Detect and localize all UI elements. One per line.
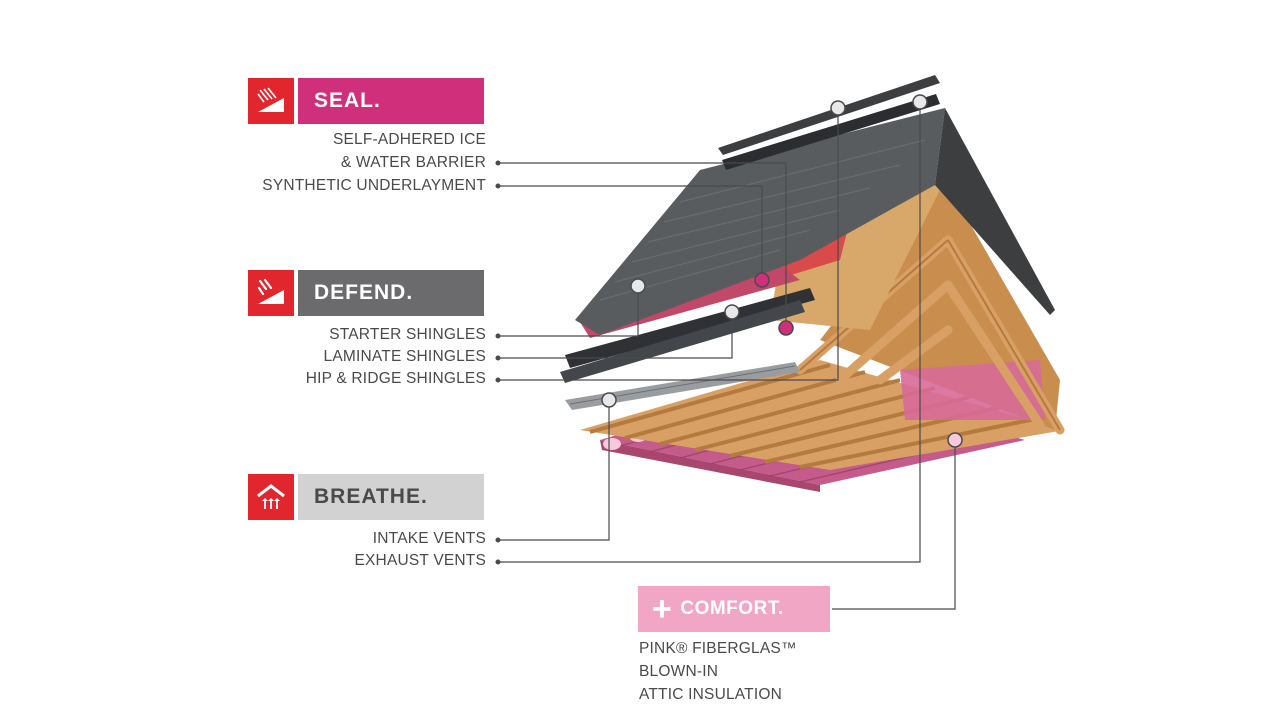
callout-markers [601, 94, 963, 448]
comfort-header: + COMFORT. [638, 586, 830, 632]
seal-header: SEAL. [248, 78, 484, 124]
breathe-header: BREATHE. [248, 474, 484, 520]
seal-item-1: SELF-ADHERED ICE [332, 131, 486, 148]
comfort-item-1: PINK® FIBERGLAS™ [639, 640, 797, 657]
breathe-icon [248, 474, 294, 520]
seal-item-3: SYNTHETIC UNDERLAYMENT [262, 177, 486, 194]
exhaust-vent [722, 94, 940, 170]
laminate-shingles-layer [575, 108, 945, 335]
comfort-item-3: ATTIC INSULATION [639, 686, 782, 703]
breathe-item-2: EXHAUST VENTS [354, 552, 486, 569]
roof-deck [770, 180, 945, 330]
breathe-title: BREATHE. [298, 474, 484, 520]
defend-icon [248, 270, 294, 316]
comfort-title: COMFORT. [680, 598, 784, 619]
defend-item-3: HIP & RIDGE SHINGLES [305, 370, 486, 387]
defend-item-2: LAMINATE SHINGLES [323, 348, 486, 365]
intake-vent [565, 362, 800, 410]
leader-lines [498, 102, 956, 610]
seal-icon [248, 78, 294, 124]
seal-title: SEAL. [298, 78, 484, 124]
starter-shingles-layer [565, 288, 815, 368]
defend-header: DEFEND. [248, 270, 484, 316]
breathe-item-1: INTAKE VENTS [372, 530, 486, 547]
seal-item-2: & WATER BARRIER [340, 154, 486, 171]
comfort-item-2: BLOWN-IN [639, 663, 719, 680]
defend-title: DEFEND. [298, 270, 484, 316]
plus-icon: + [652, 590, 673, 628]
defend-item-1: STARTER SHINGLES [329, 326, 486, 343]
ridge-cap [718, 75, 940, 155]
